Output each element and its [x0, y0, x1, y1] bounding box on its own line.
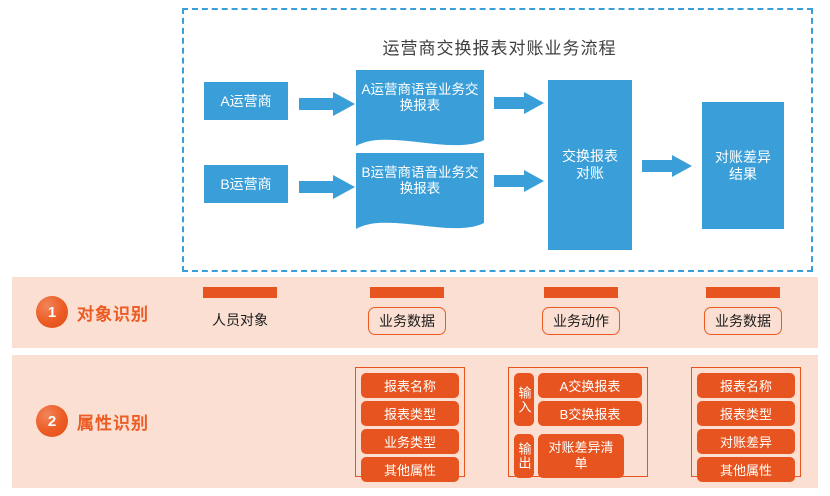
object-item-business-action: 业务动作 — [542, 287, 620, 335]
io-output-chips: 对账差异清单 — [538, 434, 642, 478]
attribute-chip: 其他属性 — [361, 457, 459, 482]
band-2-number-badge: 2 — [36, 405, 68, 437]
flow-node-report-b: B运营商语音业务交换报表 — [356, 153, 484, 239]
band-object-identification: 1 对象识别 人员对象 业务数据 业务动作 业务数据 — [12, 277, 818, 348]
object-item-bar — [544, 287, 618, 298]
object-item-business-data-1: 业务数据 — [368, 287, 446, 335]
io-chip: 对账差异清单 — [538, 434, 624, 478]
object-item-label: 业务动作 — [542, 307, 620, 335]
object-item-label: 业务数据 — [704, 307, 782, 335]
io-chip: B交换报表 — [538, 401, 642, 426]
band-2-header: 2 属性识别 — [36, 405, 149, 437]
io-input-chips: A交换报表 B交换报表 — [538, 373, 642, 426]
object-item-bar — [706, 287, 780, 298]
attribute-chip: 其他属性 — [697, 457, 795, 482]
attribute-chip: 对账差异 — [697, 429, 795, 454]
io-chip: A交换报表 — [538, 373, 642, 398]
arrow-operator-a-to-report-a — [299, 92, 355, 116]
band-2-label: 属性识别 — [77, 413, 149, 433]
arrow-operator-b-to-report-b — [299, 175, 355, 199]
flow-node-report-a: A运营商语音业务交换报表 — [356, 70, 484, 156]
attribute-group-result: 报表名称 报表类型 对账差异 其他属性 — [691, 367, 801, 482]
band-attribute-identification: 2 属性识别 报表名称 报表类型 业务类型 其他属性 输入 A交换报表 B交换报… — [12, 355, 818, 488]
flow-diagram-panel: 运营商交换报表对账业务流程 A运营商 B运营商 A运营商语音业务交换报表 B运营… — [182, 8, 813, 272]
object-item-bar — [370, 287, 444, 298]
flow-node-reconcile: 交换报表对账 — [548, 80, 632, 250]
io-input-label: 输入 — [514, 373, 534, 426]
arrow-report-a-to-reconcile — [494, 92, 544, 114]
attribute-group-io: 输入 A交换报表 B交换报表 输出 对账差异清单 — [508, 367, 648, 478]
band-1-label: 对象识别 — [77, 304, 149, 324]
arrow-report-b-to-reconcile — [494, 170, 544, 192]
object-item-label: 业务数据 — [368, 307, 446, 335]
object-item-bar — [203, 287, 277, 298]
flow-node-report-a-label: A运营商语音业务交换报表 — [361, 82, 479, 114]
io-output-label: 输出 — [514, 434, 534, 478]
arrow-reconcile-to-result — [642, 155, 692, 177]
io-row-output: 输出 对账差异清单 — [514, 434, 642, 478]
attribute-chip: 报表名称 — [697, 373, 795, 398]
flow-node-operator-a: A运营商 — [204, 82, 288, 120]
object-item-label: 人员对象 — [212, 312, 268, 328]
flow-node-operator-b-label: B运营商 — [220, 175, 272, 192]
flow-node-result-label: 对账差异结果 — [715, 148, 771, 182]
attribute-chip: 报表类型 — [697, 401, 795, 426]
flow-node-operator-a-label: A运营商 — [220, 92, 272, 109]
flow-node-result: 对账差异结果 — [702, 102, 784, 229]
attribute-chip: 报表名称 — [361, 373, 459, 398]
band-1-number-badge: 1 — [36, 296, 68, 328]
flow-node-operator-b: B运营商 — [204, 165, 288, 203]
attribute-group-report: 报表名称 报表类型 业务类型 其他属性 — [355, 367, 465, 482]
attribute-chip: 业务类型 — [361, 429, 459, 454]
object-item-personnel: 人员对象 — [202, 287, 278, 333]
io-row-input: 输入 A交换报表 B交换报表 — [514, 373, 642, 426]
flow-title: 运营商交换报表对账业务流程 — [382, 39, 617, 58]
band-1-header: 1 对象识别 — [36, 296, 149, 328]
attribute-chip: 报表类型 — [361, 401, 459, 426]
flow-node-report-b-label: B运营商语音业务交换报表 — [361, 165, 479, 197]
object-item-business-data-2: 业务数据 — [704, 287, 782, 335]
flow-node-reconcile-label: 交换报表对账 — [562, 148, 618, 181]
